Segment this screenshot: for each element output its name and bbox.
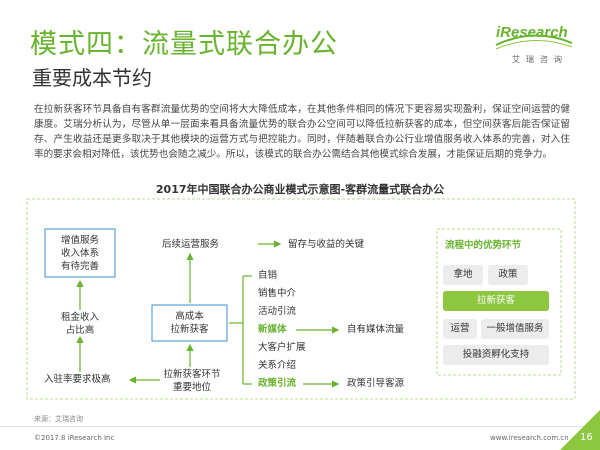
right-panel-frame xyxy=(436,228,562,376)
left-box-frame xyxy=(44,228,116,278)
channel-item-highlight: 政策引流 xyxy=(258,378,297,389)
advantage-item: 政策 xyxy=(488,265,528,285)
policy-result: 政策引导客源 xyxy=(347,378,405,389)
center-box-line-2: 拉新获客 xyxy=(170,324,209,335)
analysis-paragraph: 在拉新获客环节具备自有客群流量优势的空间将大大降低成本，在其他条件相同的情况下更… xyxy=(34,104,570,160)
advantage-item-active: 拉新获客 xyxy=(443,291,549,311)
right-panel-title: 流程中的优势环节 xyxy=(445,240,522,251)
advantage-item: 投融资孵化支持 xyxy=(443,345,549,365)
channel-item: 销售中介 xyxy=(258,288,297,299)
left-box-line-3: 有待完善 xyxy=(60,261,99,272)
left-mid-line-1: 租金收入 xyxy=(60,312,99,323)
channel-item-highlight: 新媒体 xyxy=(258,324,287,335)
advantage-item: 一般增值服务 xyxy=(481,319,549,339)
left-bottom-node: 入驻率要求极高 xyxy=(44,374,111,385)
footer-divider xyxy=(0,426,600,427)
page-title: 模式四：流量式联合办公 xyxy=(30,29,338,60)
advantage-item: 拿地 xyxy=(443,265,483,285)
center-box: 高成本 拉新获客 xyxy=(152,310,227,336)
page-subtitle: 重要成本节约 xyxy=(32,66,152,90)
logo-text: iResearch xyxy=(496,24,568,41)
media-result: 自有媒体流量 xyxy=(347,324,405,335)
diagram-title: 2017年中国联合办公商业模式示意图-客群流量式联合办公 xyxy=(155,183,445,196)
advantage-item: 运营 xyxy=(443,319,477,339)
channel-item: 自销 xyxy=(258,270,278,281)
page-corner-shape xyxy=(560,410,600,450)
center-box-line-1: 高成本 xyxy=(175,311,204,322)
channel-item: 活动引流 xyxy=(258,306,297,317)
left-box-line-2: 收入体系 xyxy=(60,248,99,259)
website-link[interactable]: www.iresearch.com.cn xyxy=(490,434,569,442)
page-number: 16 xyxy=(580,432,593,443)
top-key-node: 留存与收益的关键 xyxy=(288,239,365,250)
left-mid-node: 租金收入 占比高 xyxy=(45,311,115,337)
bottom-node-line-1: 拉新获客环节 xyxy=(163,369,221,380)
diagram-frame xyxy=(26,198,576,400)
logo-cn-text: 艾瑞咨询 xyxy=(512,55,568,64)
left-box-line-1: 增值服务 xyxy=(60,235,99,246)
iresearch-logo xyxy=(495,34,573,50)
left-box: 增值服务 收入体系 有待完善 xyxy=(45,234,115,273)
top-service-node: 后续运营服务 xyxy=(162,239,220,250)
source-note: 来源：艾瑞咨询 xyxy=(34,415,83,423)
channel-item: 大客户扩展 xyxy=(258,342,306,353)
bottom-node: 拉新获客环节 重要地位 xyxy=(158,368,226,394)
channel-item: 关系介绍 xyxy=(258,360,297,371)
bottom-node-line-2: 重要地位 xyxy=(172,382,211,393)
center-box-frame xyxy=(151,304,228,342)
copyright-text: ©2017.8 iResearch Inc xyxy=(34,434,115,442)
left-mid-line-2: 占比高 xyxy=(65,325,95,336)
